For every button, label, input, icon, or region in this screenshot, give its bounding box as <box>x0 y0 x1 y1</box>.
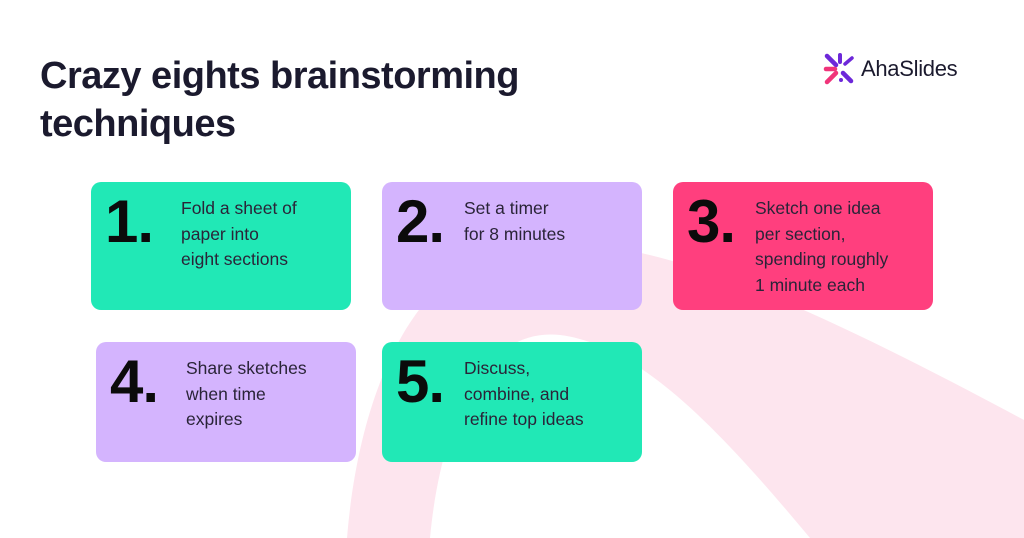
step-card-5: 5. Discuss, combine, and refine top idea… <box>382 342 642 462</box>
title-line-1: Crazy eights brainstorming <box>40 55 519 97</box>
page-title: Crazy eights brainstorming techniques <box>40 52 600 148</box>
ahaslides-logo: AhaSlides <box>823 52 958 86</box>
step-number: 4. <box>110 348 159 415</box>
step-card-1: 1. Fold a sheet of paper into eight sect… <box>91 182 351 310</box>
ahaslides-splash-icon <box>823 53 854 85</box>
title-line-2: techniques <box>40 103 236 145</box>
step-number: 1. <box>105 188 154 255</box>
step-number: 5. <box>396 348 445 415</box>
step-card-4: 4. Share sketches when time expires <box>96 342 356 462</box>
logo-text: AhaSlides <box>861 56 958 81</box>
step-number: 2. <box>396 188 445 255</box>
step-text: Set a timer for 8 minutes <box>464 198 566 244</box>
step-text: Sketch one idea per section, spending ro… <box>755 198 889 295</box>
step-text: Share sketches when time expires <box>186 358 307 429</box>
step-card-2: 2. Set a timer for 8 minutes <box>382 182 642 310</box>
step-text: Discuss, combine, and refine top ideas <box>464 358 584 429</box>
step-card-3: 3. Sketch one idea per section, spending… <box>673 182 933 310</box>
step-number: 3. <box>687 188 736 255</box>
step-text: Fold a sheet of paper into eight section… <box>181 198 297 269</box>
